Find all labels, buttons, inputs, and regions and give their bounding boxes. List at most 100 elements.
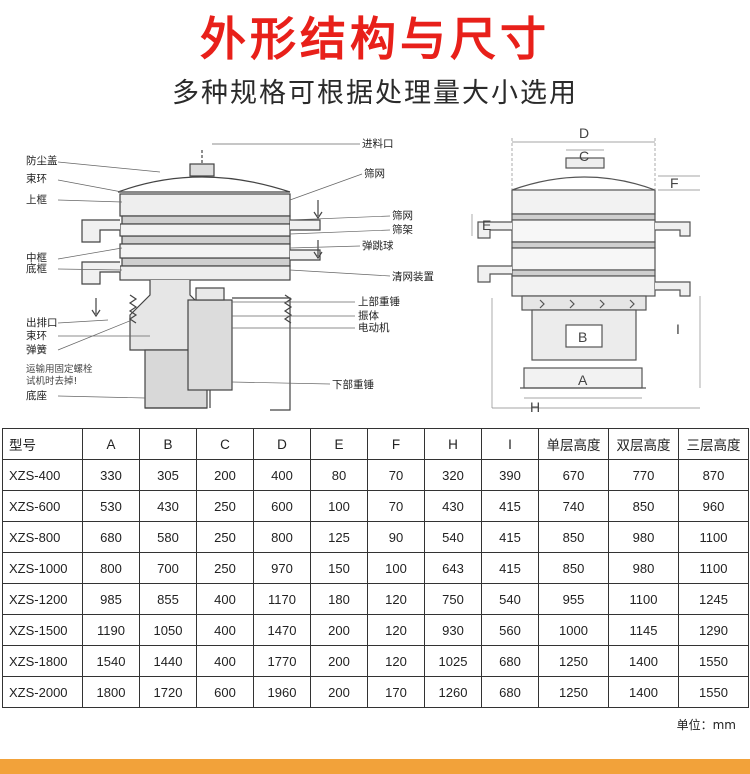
table-cell: 850 [608, 490, 679, 522]
table-cell: 90 [367, 521, 425, 553]
label-lower-weight: 下部重锤 [332, 378, 374, 391]
table-cell: 400 [196, 583, 254, 615]
table-cell: 1025 [424, 645, 482, 677]
table-cell: 1720 [139, 676, 197, 708]
table-cell: 200 [310, 645, 368, 677]
table-cell: 120 [367, 645, 425, 677]
table-cell: 850 [538, 521, 609, 553]
cutaway-drawing [81, 150, 323, 411]
dimension-drawing [477, 157, 691, 389]
table-cell: 390 [481, 459, 539, 491]
col-model: 型号 [2, 428, 83, 460]
table-cell: 850 [538, 552, 609, 584]
label-cleaning-device: 清网装置 [392, 270, 434, 283]
table-cell: 530 [82, 490, 140, 522]
table-cell: 643 [424, 552, 482, 584]
col-single-height: 单层高度 [538, 428, 609, 460]
table-cell-model: XZS-1500 [2, 614, 83, 646]
table-cell: 1250 [538, 676, 609, 708]
col-double-height: 双层高度 [608, 428, 679, 460]
table-cell: 1000 [538, 614, 609, 646]
table-cell: 80 [310, 459, 368, 491]
label-dust-cover: 防尘盖 [26, 154, 58, 167]
dim-a: A [578, 372, 588, 388]
dim-d: D [579, 125, 589, 141]
page-title: 外形结构与尺寸 [200, 12, 550, 66]
label-middle-frame: 中框 [26, 251, 47, 264]
table-cell: 1100 [678, 552, 749, 584]
unit-note: 单位：mm [676, 718, 736, 732]
table-cell: 680 [481, 645, 539, 677]
left-labels: 防尘盖 束环 上框 中框 底框 出排口 束环 弹簧 运输用固定螺栓 试机时去掉!… [26, 154, 93, 402]
table-cell: 1250 [538, 645, 609, 677]
label-screen-lower: 筛网 [392, 209, 413, 222]
table-cell: 200 [196, 459, 254, 491]
col-triple-height: 三层高度 [678, 428, 749, 460]
label-bouncing-ball: 弹跳球 [362, 239, 394, 252]
dimension-lines [471, 138, 701, 409]
table-cell: 1800 [82, 676, 140, 708]
table-cell-model: XZS-1800 [2, 645, 83, 677]
table-cell: 430 [139, 490, 197, 522]
label-upper-weight: 上部重锤 [358, 295, 400, 308]
table-cell: 980 [608, 521, 679, 553]
dim-b: B [578, 329, 587, 345]
label-bottom-frame: 底框 [26, 262, 47, 275]
table-cell-model: XZS-600 [2, 490, 83, 522]
footer-bar [0, 759, 750, 774]
table-cell: 580 [139, 521, 197, 553]
table-cell: 1540 [82, 645, 140, 677]
table-cell: 670 [538, 459, 609, 491]
table-cell: 320 [424, 459, 482, 491]
table-cell: 1470 [253, 614, 311, 646]
col-e: E [310, 428, 368, 460]
table-cell: 250 [196, 490, 254, 522]
table-cell: 980 [608, 552, 679, 584]
table-cell: 180 [310, 583, 368, 615]
table-cell: 740 [538, 490, 609, 522]
table-cell: 200 [310, 614, 368, 646]
table-cell-model: XZS-800 [2, 521, 83, 553]
table-cell: 1245 [678, 583, 749, 615]
dim-e: E [482, 217, 491, 233]
table-cell: 870 [678, 459, 749, 491]
label-screen-top: 筛网 [364, 167, 385, 180]
label-remove-note: 试机时去掉! [26, 375, 77, 387]
dimension-letters: D C F E B I A H [482, 125, 680, 415]
page-subtitle: 多种规格可根据处理量大小选用 [172, 78, 578, 109]
table-cell: 930 [424, 614, 482, 646]
table-cell: 1170 [253, 583, 311, 615]
dim-h: H [530, 399, 540, 415]
table-cell: 1550 [678, 645, 749, 677]
table-cell: 120 [367, 614, 425, 646]
col-f: F [367, 428, 425, 460]
table-cell: 1190 [82, 614, 140, 646]
label-inlet: 进料口 [362, 137, 394, 150]
col-a: A [82, 428, 140, 460]
table-cell: 150 [310, 552, 368, 584]
table-cell: 400 [253, 459, 311, 491]
table-cell: 680 [82, 521, 140, 553]
table-cell: 250 [196, 521, 254, 553]
table-cell: 70 [367, 490, 425, 522]
left-leader-lines [57, 161, 161, 399]
table-cell-model: XZS-2000 [2, 676, 83, 708]
table-cell: 1550 [678, 676, 749, 708]
label-clamp-ring-bottom: 束环 [26, 330, 47, 342]
label-transport-bolt: 运输用固定螺栓 [26, 363, 93, 375]
structure-diagram: 防尘盖 束环 上框 中框 底框 出排口 束环 弹簧 运输用固定螺栓 试机时去掉!… [0, 120, 750, 422]
table-cell: 1050 [139, 614, 197, 646]
table-cell: 305 [139, 459, 197, 491]
table-cell: 1290 [678, 614, 749, 646]
table-cell: 250 [196, 552, 254, 584]
right-leader-lines [212, 143, 391, 385]
table-cell: 540 [424, 521, 482, 553]
table-cell: 1400 [608, 645, 679, 677]
table-cell: 1100 [608, 583, 679, 615]
table-cell: 1440 [139, 645, 197, 677]
label-screen-rack: 筛架 [392, 223, 413, 236]
